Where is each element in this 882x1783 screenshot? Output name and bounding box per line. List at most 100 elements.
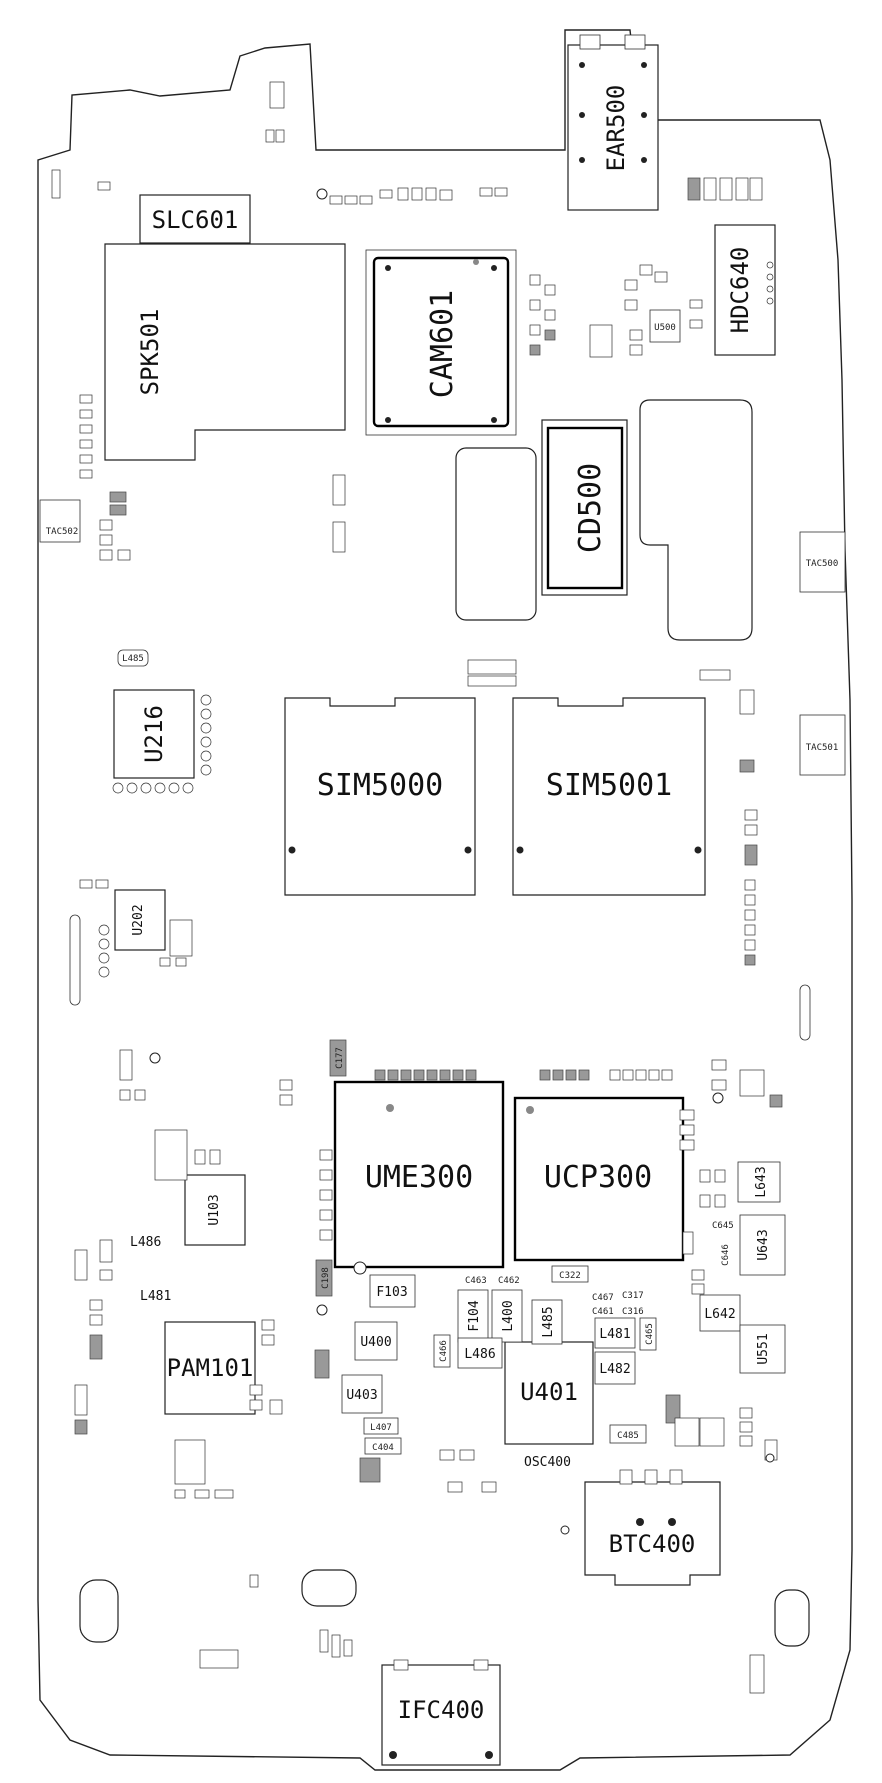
- label-ear500: EAR500: [602, 85, 630, 172]
- component-u551: U551: [739, 1324, 786, 1374]
- label-spk501: SPK501: [136, 309, 164, 396]
- label-c404: C404: [372, 1443, 394, 1453]
- component-u216: U216: [112, 689, 212, 794]
- label-tac502: TAC502: [46, 527, 79, 537]
- label-ucp300: UCP300: [544, 1160, 652, 1195]
- cutout-right-of-cd500: [639, 399, 753, 641]
- label-c646: C646: [721, 1244, 731, 1266]
- label-l400: F103: [376, 1285, 407, 1300]
- label-l483: L482: [599, 1362, 630, 1377]
- component-u202: U202: [98, 889, 166, 978]
- label-l482: L486: [464, 1347, 495, 1362]
- label-c485: C485: [617, 1431, 639, 1441]
- label-u103: U103: [207, 1194, 222, 1225]
- component-l400: F103: [369, 1274, 416, 1308]
- component-l486: L400: [491, 1289, 523, 1343]
- label-sim5000: SIM5000: [317, 768, 443, 803]
- component-c198: C198: [315, 1259, 333, 1297]
- component-l483: L482: [594, 1351, 636, 1385]
- label-u400: U400: [360, 1335, 391, 1350]
- label-l481: L485: [541, 1306, 556, 1337]
- label-c465: C465: [645, 1323, 655, 1345]
- label-sim5001: SIM5001: [546, 768, 672, 803]
- component-c467: C467: [592, 1293, 614, 1303]
- label-pam101: PAM101: [167, 1354, 254, 1382]
- oval-bottom-center: [301, 1569, 357, 1607]
- label-tac500: TAC500: [806, 559, 839, 569]
- label-f202: L485: [122, 654, 144, 664]
- label-c462: C462: [498, 1276, 520, 1286]
- label-u216: U216: [140, 705, 168, 763]
- component-sim5000: SIM5000: [284, 697, 476, 896]
- component-ume300: UME300: [333, 1080, 505, 1275]
- component-ifc400: IFC400: [381, 1659, 501, 1766]
- label-c322: C322: [559, 1271, 581, 1281]
- label-c177: C177: [335, 1047, 345, 1069]
- component-btc400: BTC400: [584, 1469, 721, 1586]
- component-u643: U643: [739, 1214, 786, 1276]
- component-tac501: TAC501: [799, 714, 846, 776]
- label-u500: U500: [654, 323, 676, 333]
- fiducial-right: [712, 1092, 724, 1104]
- component-u500: U500: [649, 309, 681, 343]
- label-hdc640: HDC640: [726, 247, 754, 334]
- component-c466: C466: [433, 1334, 451, 1368]
- label-f104: L481: [140, 1289, 171, 1304]
- component-c322: C322: [551, 1265, 589, 1283]
- component-ear500: EAR500: [567, 34, 659, 211]
- component-c177: C177: [329, 1039, 347, 1077]
- component-l407: L407: [363, 1417, 399, 1435]
- fiducial-top: [316, 188, 328, 200]
- component-c465: C465: [639, 1317, 657, 1351]
- fiducial-mid: [149, 1052, 161, 1064]
- component-slc601: SLC601: [139, 194, 251, 244]
- label-u403: U403: [346, 1388, 377, 1403]
- label-u643: U643: [756, 1229, 771, 1260]
- label-l642: L642: [704, 1307, 735, 1322]
- component-c316: C316: [622, 1307, 644, 1317]
- component-u103: U103: [184, 1174, 246, 1246]
- component-u401: U401: [504, 1341, 594, 1445]
- label-c316: C316: [622, 1307, 644, 1317]
- label-u551: U551: [756, 1333, 771, 1364]
- component-l482: L486: [457, 1337, 503, 1369]
- component-f202: L485: [117, 649, 149, 667]
- component-pam101: PAM101: [164, 1321, 256, 1415]
- label-c198: C198: [321, 1267, 331, 1289]
- component-hdc640: HDC640: [714, 224, 776, 356]
- label-c645: C645: [712, 1221, 734, 1231]
- component-l484: L481: [594, 1317, 636, 1349]
- label-l484: L481: [599, 1327, 630, 1342]
- component-l642: L642: [699, 1294, 741, 1332]
- fiducial-bottom-right: [765, 1453, 775, 1463]
- component-f103: L486: [130, 1235, 161, 1250]
- label-c466: C466: [439, 1340, 449, 1362]
- component-c462: C462: [498, 1276, 520, 1286]
- component-c645: C645: [712, 1221, 734, 1231]
- label-osc400: OSC400: [524, 1455, 571, 1470]
- label-c467: C467: [592, 1293, 614, 1303]
- label-cd500: CD500: [573, 463, 608, 553]
- component-c317: C317: [622, 1291, 644, 1301]
- label-cam601: CAM601: [425, 290, 460, 398]
- component-ucp300: UCP300: [513, 1096, 685, 1262]
- label-l485: F104: [467, 1300, 482, 1331]
- passive-pads-scatter: [51, 81, 783, 1694]
- label-c463: C463: [465, 1276, 487, 1286]
- label-c317: C317: [622, 1291, 644, 1301]
- component-l643: L643: [737, 1161, 781, 1203]
- label-f103: L486: [130, 1235, 161, 1250]
- oval-bottom-right: [774, 1589, 810, 1647]
- component-c463: C463: [465, 1276, 487, 1286]
- component-cd500: CD500: [541, 419, 628, 596]
- label-u202: U202: [131, 904, 146, 935]
- label-c461: C461: [592, 1307, 614, 1317]
- cutout-left-of-cd500: [455, 447, 537, 621]
- component-osc400: OSC400: [524, 1455, 571, 1470]
- label-ifc400: IFC400: [398, 1696, 485, 1724]
- label-l486: L400: [501, 1300, 516, 1331]
- fiducial-mid2: [316, 1304, 328, 1316]
- component-c461: C461: [592, 1307, 614, 1317]
- component-sim5001: SIM5001: [512, 697, 706, 896]
